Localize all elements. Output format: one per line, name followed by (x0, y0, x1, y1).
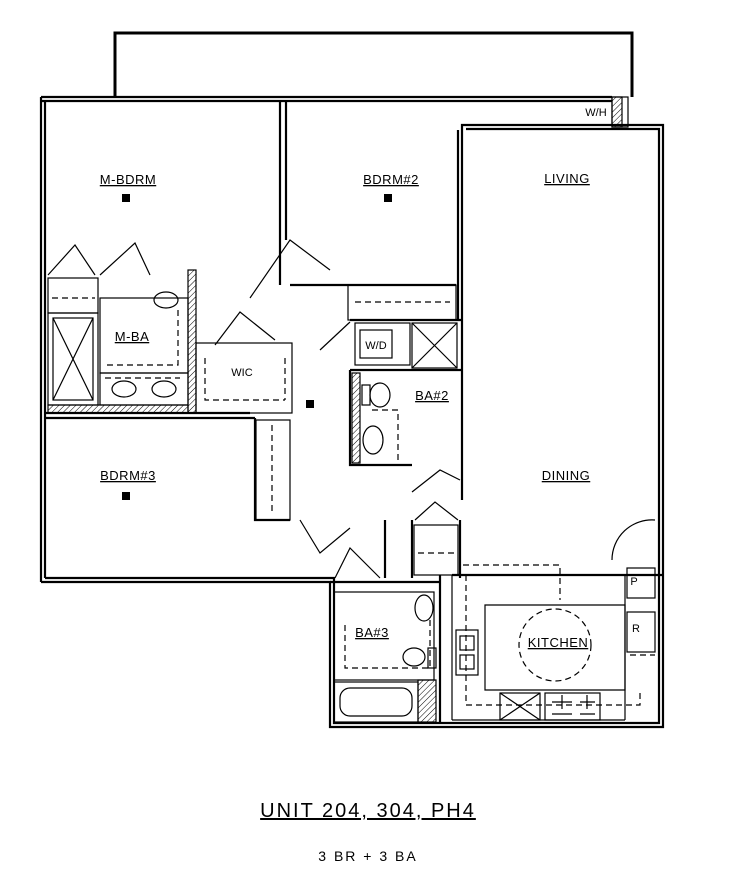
room-label-m-bdrm: M-BDRM (100, 172, 156, 187)
room-label-fridge: R (632, 623, 640, 635)
room-label-wic: WIC (231, 367, 252, 379)
room-label-pantry: P (630, 576, 637, 588)
walk-in-closet (195, 342, 293, 414)
room-label-living: LIVING (544, 171, 590, 186)
room-label-bdrm2: BDRM#2 (363, 172, 419, 187)
bath3-fixtures (333, 591, 437, 723)
unit-subtitle: 3 BR + 3 BA (318, 848, 418, 864)
door-swings (47, 239, 656, 579)
bedroom3-closet (255, 419, 291, 521)
bath2-fixtures (351, 372, 399, 465)
room-label-m-ba: M-BA (115, 329, 150, 344)
room-label-w-h: W/H (585, 107, 606, 119)
bedroom2-closet (347, 284, 457, 321)
master-bath-fixtures (47, 269, 197, 414)
room-label-ba3: BA#3 (355, 625, 389, 640)
unit-title: UNIT 204, 304, PH4 (260, 800, 476, 822)
room-label-bdrm3: BDRM#3 (100, 468, 156, 483)
room-markers (122, 194, 392, 500)
laundry (354, 322, 458, 369)
room-label-w-d: W/D (365, 340, 386, 352)
kitchen-fixtures (451, 564, 656, 721)
entry-closet (413, 524, 459, 576)
room-label-ba2: BA#2 (415, 388, 449, 403)
room-label-kitchen: KITCHEN (528, 635, 589, 650)
balcony-outline (113, 31, 634, 97)
room-label-dining: DINING (542, 468, 591, 483)
